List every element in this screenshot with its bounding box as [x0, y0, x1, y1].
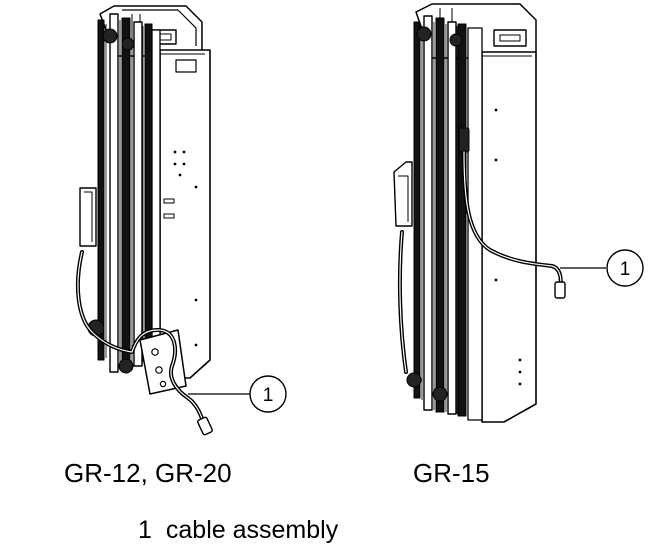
gr12-gr20-column-drawing — [75, 5, 213, 436]
figure-caption-left: GR-12, GR-20 — [64, 458, 232, 488]
legend: 1 cable assembly — [138, 516, 338, 545]
legend-number: 1 — [138, 516, 152, 544]
callout-1-right: 1 — [560, 249, 644, 287]
gr15-column-drawing — [393, 3, 566, 423]
callout-1-left: 1 — [188, 375, 287, 413]
callout-number: 1 — [263, 385, 274, 406]
figure-caption-right: GR-15 — [413, 458, 490, 488]
callout-number: 1 — [620, 259, 631, 280]
legend-label: cable assembly — [165, 516, 339, 544]
